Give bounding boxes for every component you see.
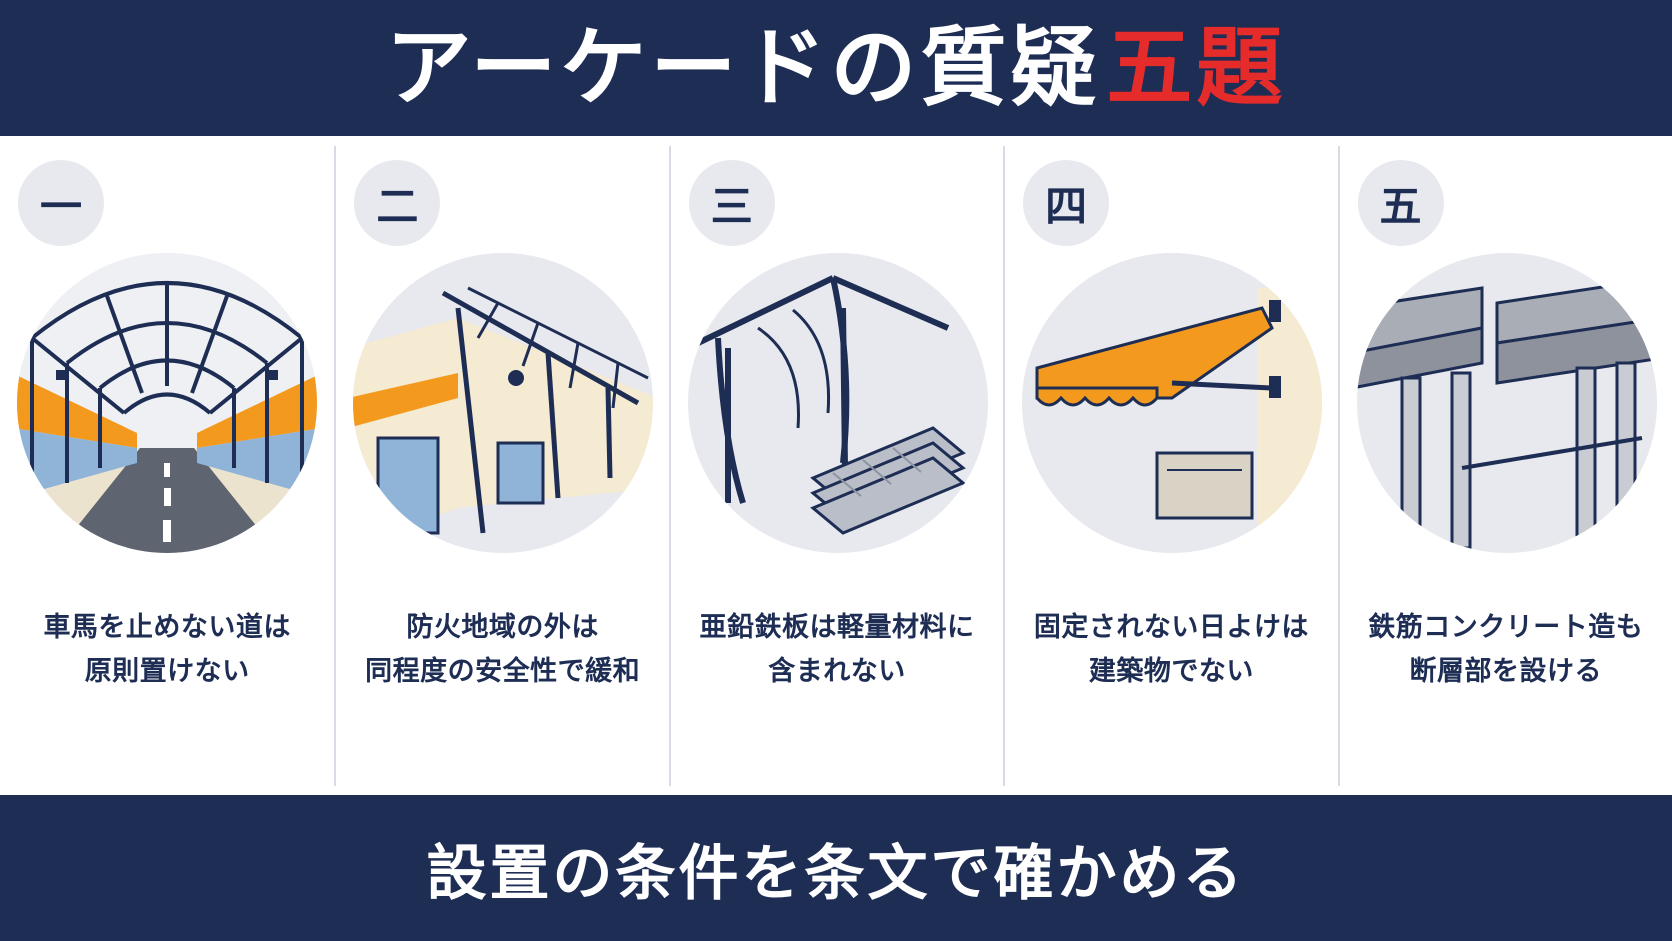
panel-4: 四 固定さ (1003, 146, 1337, 786)
caption-line-1: 防火地域の外は (406, 612, 599, 643)
panel-caption: 防火地域の外は 同程度の安全性で緩和 (336, 606, 668, 694)
title-accent: 五題 (1106, 18, 1287, 118)
panel-caption: 亜鉛鉄板は軽量材料に 含まれない (671, 606, 1003, 694)
panel-3: 三 (668, 146, 1003, 786)
panel-caption: 車馬を止めない道は 原則置けない (0, 606, 334, 694)
panel-caption: 鉄筋コンクリート造も 断層部を設ける (1340, 606, 1672, 694)
panel-1: 一 (0, 146, 334, 786)
footer-banner: 設置の条件を条文で確かめる (0, 795, 1672, 941)
panel-caption: 固定されない日よけは 建築物でない (1005, 606, 1337, 694)
panel-number-badge: 四 (1023, 160, 1110, 246)
panel-number-badge: 二 (354, 160, 441, 246)
panel-number-badge: 五 (1357, 160, 1444, 246)
page-title: アーケードの質疑五題 (386, 25, 1287, 111)
caption-line-2: 原則置けない (84, 656, 250, 687)
caption-line-2: 断層部を設ける (1409, 656, 1602, 687)
caption-line-2: 同程度の安全性で緩和 (365, 656, 641, 687)
frame-and-corrugated-sheets-illustration (683, 248, 993, 558)
caption-line-1: 鉄筋コンクリート造も (1368, 612, 1644, 643)
retractable-awning-illustration (1017, 248, 1327, 558)
caption-line-1: 固定されない日よけは (1033, 612, 1309, 643)
storefront-canopy-illustration (348, 248, 658, 558)
panel-2: 二 (334, 146, 668, 786)
concrete-expansion-joint-illustration (1352, 248, 1662, 558)
header-banner: アーケードの質疑五題 (0, 0, 1672, 136)
panel-number-badge: 三 (688, 160, 775, 246)
title-main: アーケードの質疑 (385, 18, 1101, 118)
caption-line-2: 含まれない (768, 656, 906, 687)
footer-text: 設置の条件を条文で確かめる (426, 838, 1246, 909)
caption-line-2: 建築物でない (1088, 656, 1254, 687)
panel-5: 五 (1337, 146, 1672, 786)
caption-line-1: 車馬を止めない道は (43, 612, 291, 643)
covered-street-arcade-illustration (12, 248, 322, 558)
caption-line-1: 亜鉛鉄板は軽量材料に (699, 612, 975, 643)
panel-row: 一 (0, 146, 1672, 786)
panel-number-badge: 一 (18, 160, 104, 246)
